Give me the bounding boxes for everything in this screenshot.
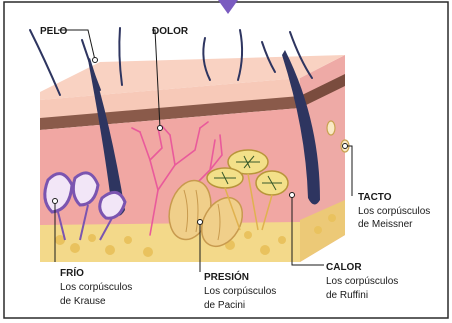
- fat-layer: [40, 222, 300, 262]
- label-presion-line2: de Pacini: [204, 300, 245, 311]
- label-frio-line1: Los corpúsculos: [60, 282, 132, 293]
- label-tacto: TACTO: [358, 192, 392, 203]
- label-calor-line2: de Ruffini: [326, 290, 368, 301]
- label-presion-line1: Los corpúsculos: [204, 286, 276, 297]
- label-frio-line2: de Krause: [60, 296, 106, 307]
- label-tacto-line2: de Meissner: [358, 219, 413, 230]
- label-tacto-line1: Los corpúsculos: [358, 206, 430, 217]
- label-calor-line1: Los corpúsculos: [326, 276, 398, 287]
- label-pelo: PELO: [40, 26, 67, 37]
- label-dolor: DOLOR: [152, 26, 189, 37]
- label-calor: CALOR: [326, 262, 362, 273]
- top-accent-marker: [218, 0, 238, 14]
- label-presion: PRESIÓN: [204, 270, 249, 283]
- label-frio: FRÍO: [60, 266, 84, 279]
